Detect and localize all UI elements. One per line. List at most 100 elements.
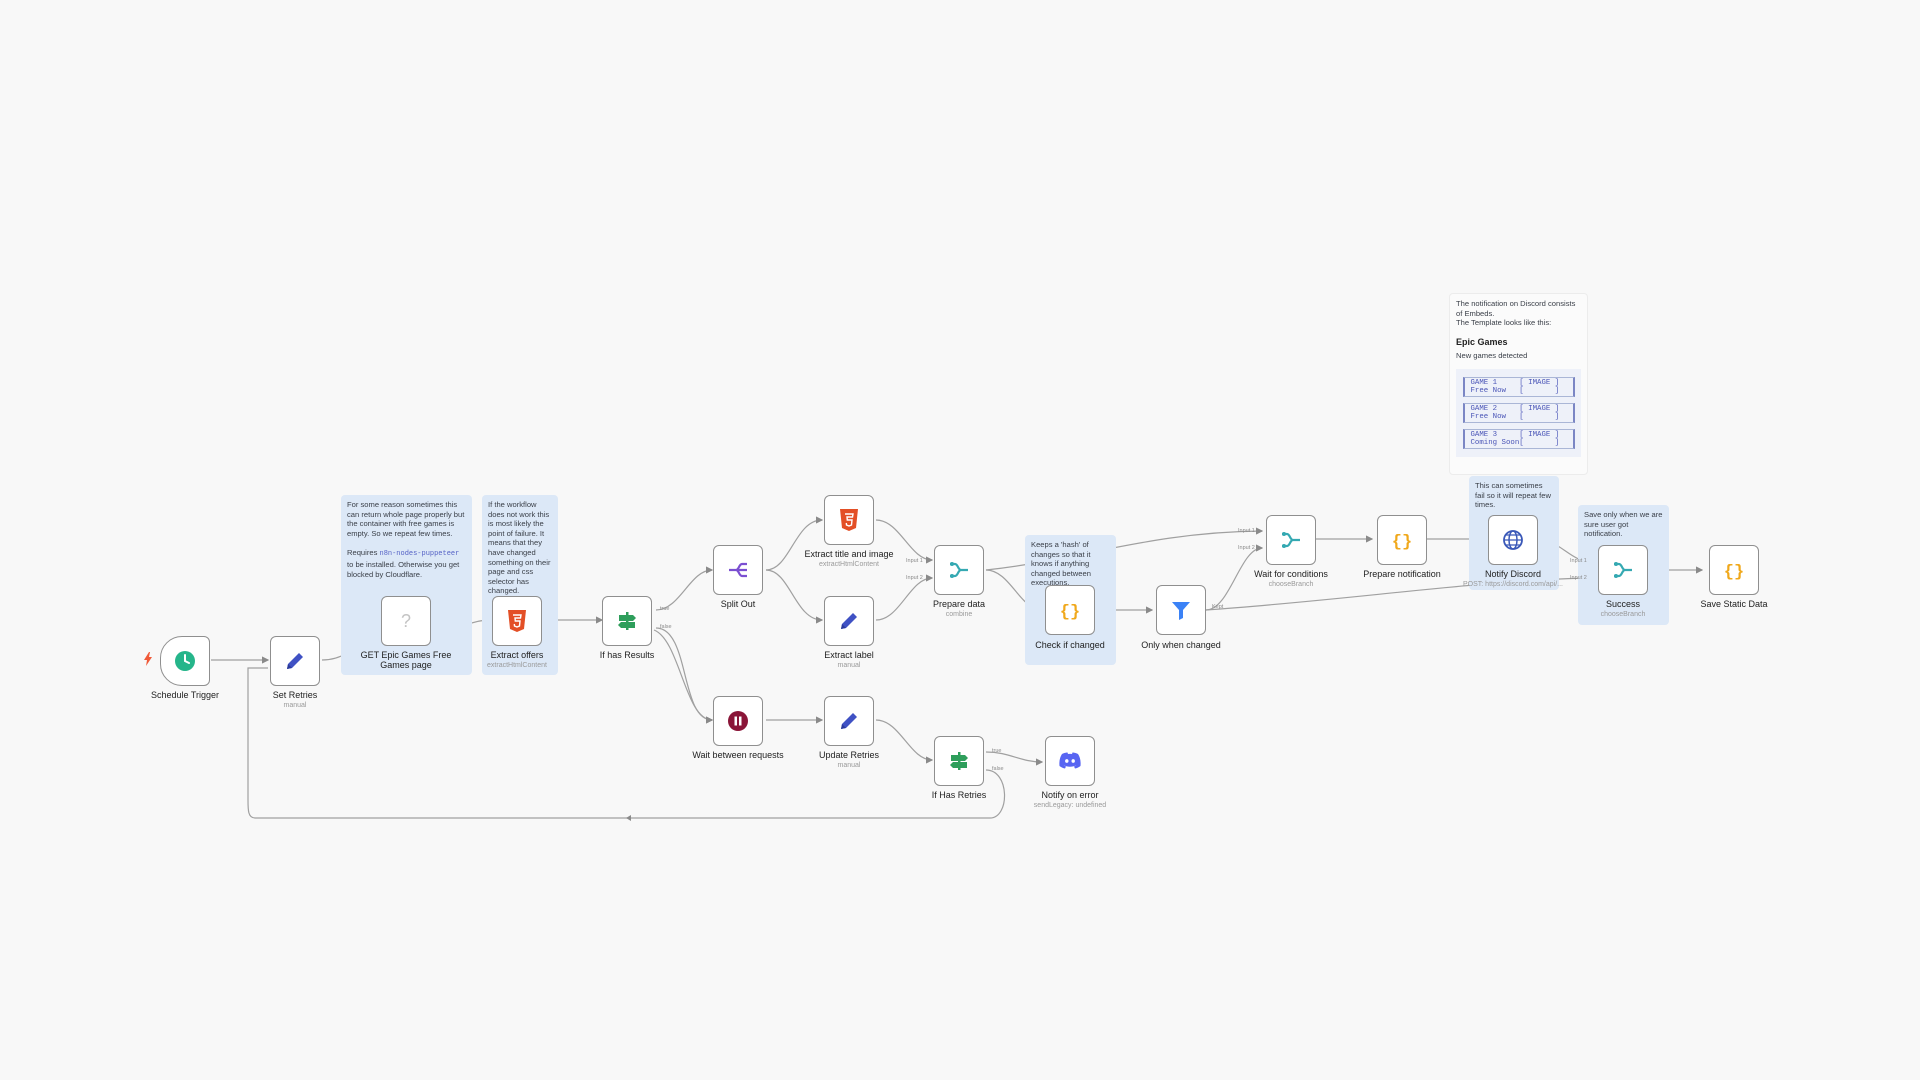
node-notify-on-error[interactable]	[1045, 736, 1095, 786]
connection	[765, 516, 824, 571]
connection	[875, 719, 934, 764]
connection	[653, 629, 714, 724]
node-label: Check if changed	[1035, 640, 1105, 650]
input-label: Input 2	[1238, 545, 1255, 551]
sticky-text: For some reason sometimes this can retur…	[347, 500, 465, 538]
if-icon	[946, 748, 972, 774]
node-subtitle: chooseBranch	[1600, 611, 1646, 618]
node-wait-between-requests[interactable]	[713, 696, 763, 746]
code-icon: {}	[1721, 557, 1747, 583]
filter-icon	[1168, 597, 1194, 623]
sticky-note-retry-info[interactable]: For some reason sometimes this can retur…	[341, 495, 472, 675]
input-label: Input 2	[1570, 575, 1587, 581]
node-if-has-retries[interactable]	[934, 736, 984, 786]
node-label: Update Retries	[818, 750, 880, 760]
sticky-text: Save only when we are sure user got noti…	[1584, 510, 1663, 539]
node-label: Success	[1605, 599, 1640, 609]
node-subtitle: manual	[837, 762, 861, 769]
node-label: Wait between requests	[692, 750, 784, 760]
sticky-text: The notification on Discord consists of …	[1456, 299, 1576, 318]
node-subtitle: manual	[837, 662, 861, 669]
svg-text:{}: {}	[1392, 533, 1412, 551]
html5-icon	[504, 608, 530, 634]
node-label: If has Results	[599, 650, 655, 660]
input-label: Input 1	[906, 558, 923, 564]
node-schedule-trigger[interactable]	[160, 636, 210, 686]
node-label: Extract offers	[490, 650, 544, 660]
connection	[875, 519, 934, 564]
merge-icon	[1278, 527, 1304, 553]
split-icon	[725, 557, 751, 583]
node-split-out[interactable]	[713, 545, 763, 595]
html5-icon	[836, 507, 862, 533]
node-set-retries[interactable]	[270, 636, 320, 686]
node-label: Prepare notification	[1363, 569, 1441, 579]
node-label: If Has Retries	[931, 790, 987, 800]
pause-icon	[725, 708, 751, 734]
if-icon	[614, 608, 640, 634]
pencil-icon	[282, 648, 308, 674]
node-label: Save Static Data	[1700, 599, 1768, 609]
sticky-text: This can sometimes fail so it will repea…	[1475, 481, 1551, 510]
node-label: Set Retries	[272, 690, 318, 700]
merge-icon	[1610, 557, 1636, 583]
node-prepare-data[interactable]	[934, 545, 984, 595]
node-extract-label[interactable]	[824, 596, 874, 646]
node-label: Prepare data	[932, 599, 986, 609]
node-extract-offers[interactable]	[492, 596, 542, 646]
embed-list: GAME 1 [ IMAGE ] Free Now [ ] GAME 2 [ I…	[1456, 368, 1581, 457]
node-subtitle: POST: https://discord.com/api/...	[1463, 581, 1563, 588]
output-label-true: true	[660, 606, 670, 612]
node-save-static-data[interactable]: {}	[1709, 545, 1759, 595]
connection	[985, 527, 1264, 571]
node-subtitle: sendLegacy: undefined	[1033, 802, 1107, 809]
node-label: Notify on error	[1041, 790, 1099, 800]
question-icon: ?	[393, 608, 419, 634]
merge-icon	[946, 557, 972, 583]
node-label: Only when changed	[1141, 640, 1221, 650]
pencil-icon	[836, 608, 862, 634]
sticky-text: If the workflow does not work this is mo…	[488, 500, 551, 596]
input-label: Input 1	[1570, 558, 1587, 564]
connection	[655, 627, 714, 724]
sticky-text: Requires n8n-nodes-puppeteer to be insta…	[347, 548, 466, 579]
node-notify-discord[interactable]	[1488, 515, 1538, 565]
connection	[985, 751, 1044, 766]
embed-preview: GAME 2 [ IMAGE ] Free Now [ ]	[1462, 402, 1575, 423]
node-extract-title-image[interactable]	[824, 495, 874, 545]
package-code: n8n-nodes-puppeteer	[379, 550, 460, 559]
node-prepare-notification[interactable]: {}	[1377, 515, 1427, 565]
embed-preview: GAME 3 [ IMAGE ] Coming Soon[ ]	[1462, 428, 1575, 449]
output-label-false: false	[992, 766, 1004, 772]
template-subheading: New games detected	[1456, 351, 1528, 361]
sticky-text-part: to be installed. Otherwise you get block…	[347, 559, 460, 579]
output-label-true: true	[992, 748, 1002, 754]
node-success[interactable]	[1598, 545, 1648, 595]
connection	[247, 667, 1006, 819]
sticky-note-discord-template[interactable]: The notification on Discord consists of …	[1449, 293, 1588, 475]
node-label: Extract label	[824, 650, 874, 660]
node-subtitle: chooseBranch	[1268, 581, 1314, 588]
node-only-when-changed[interactable]	[1156, 585, 1206, 635]
node-check-if-changed[interactable]: {}	[1045, 585, 1095, 635]
node-label: Notify Discord	[1484, 569, 1541, 579]
node-if-has-results[interactable]	[602, 596, 652, 646]
connection	[655, 566, 714, 611]
pencil-icon	[836, 708, 862, 734]
connection	[1205, 544, 1264, 611]
discord-icon	[1057, 748, 1083, 774]
node-subtitle: extractHtmlContent	[487, 662, 547, 669]
sticky-note-save[interactable]: Save only when we are sure user got noti…	[1578, 505, 1669, 625]
input-label: Input 2	[906, 575, 923, 581]
node-label: Wait for conditions	[1254, 569, 1328, 579]
node-label: Extract title and image	[804, 549, 894, 559]
code-icon: {}	[1057, 597, 1083, 623]
code-icon: {}	[1389, 527, 1415, 553]
node-update-retries[interactable]	[824, 696, 874, 746]
sticky-note-failure-point[interactable]: If the workflow does not work this is mo…	[482, 495, 558, 675]
node-subtitle: combine	[945, 611, 973, 618]
node-get-epic-games[interactable]: ?	[381, 596, 431, 646]
node-wait-for-conditions[interactable]	[1266, 515, 1316, 565]
